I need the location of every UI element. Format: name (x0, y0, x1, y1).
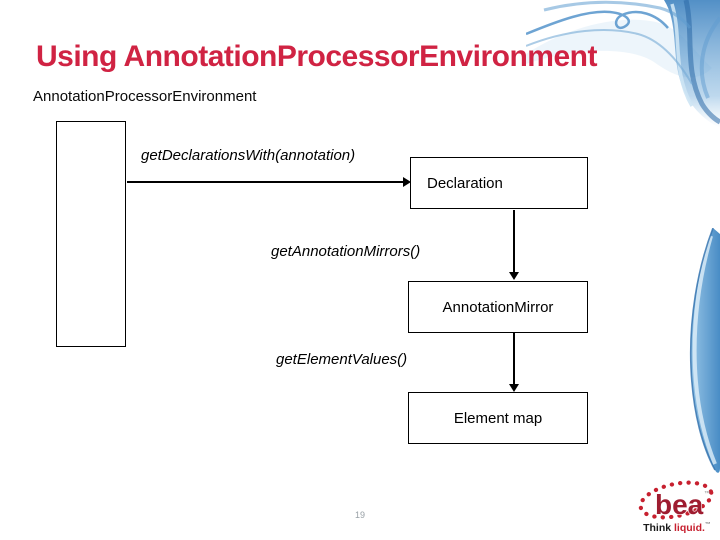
arrowhead-down-icon-1 (509, 272, 519, 280)
diagram-declaration-box: Declaration (410, 157, 588, 209)
method-label-get-element-values: getElementValues() (276, 351, 408, 368)
arrow-line-horizontal (127, 181, 403, 183)
bea-logo-trademark: ™ (704, 490, 710, 497)
bea-logo-dotted-swoosh-icon (638, 480, 714, 520)
method-label-get-declarations-with: getDeclarationsWith(annotation) (141, 147, 356, 164)
arrow-line-vertical-1 (513, 210, 515, 272)
tagline-liquid: liquid. (674, 522, 705, 534)
bea-logo-wordmark: bea (655, 489, 704, 520)
arrow-line-vertical-2 (513, 333, 515, 384)
diagram-annotation-mirror-box: AnnotationMirror (408, 281, 588, 333)
bea-logo-tagline: Think liquid.™ (636, 522, 718, 534)
diagram-source-box (56, 121, 126, 347)
element-map-box-label: Element map (453, 409, 543, 427)
declaration-box-label: Declaration (427, 174, 503, 192)
tagline-think: Think (643, 522, 672, 534)
slide-subtitle: AnnotationProcessorEnvironment (33, 88, 257, 105)
method-label-get-annotation-mirrors: getAnnotationMirrors() (271, 243, 421, 260)
tagline-trademark: ™ (704, 522, 711, 528)
slide-title: Using AnnotationProcessorEnvironment (36, 40, 597, 73)
page-number: 19 (354, 510, 365, 520)
annotation-mirror-box-label: AnnotationMirror (442, 298, 554, 316)
blue-smoke-swirl-decoration (526, 0, 720, 128)
arrowhead-down-icon-2 (509, 384, 519, 392)
arrowhead-right-icon (403, 177, 411, 187)
blue-ribbon-decoration (689, 228, 720, 473)
diagram-element-map-box: Element map (408, 392, 588, 444)
bea-logo: bea ™ (638, 480, 714, 521)
